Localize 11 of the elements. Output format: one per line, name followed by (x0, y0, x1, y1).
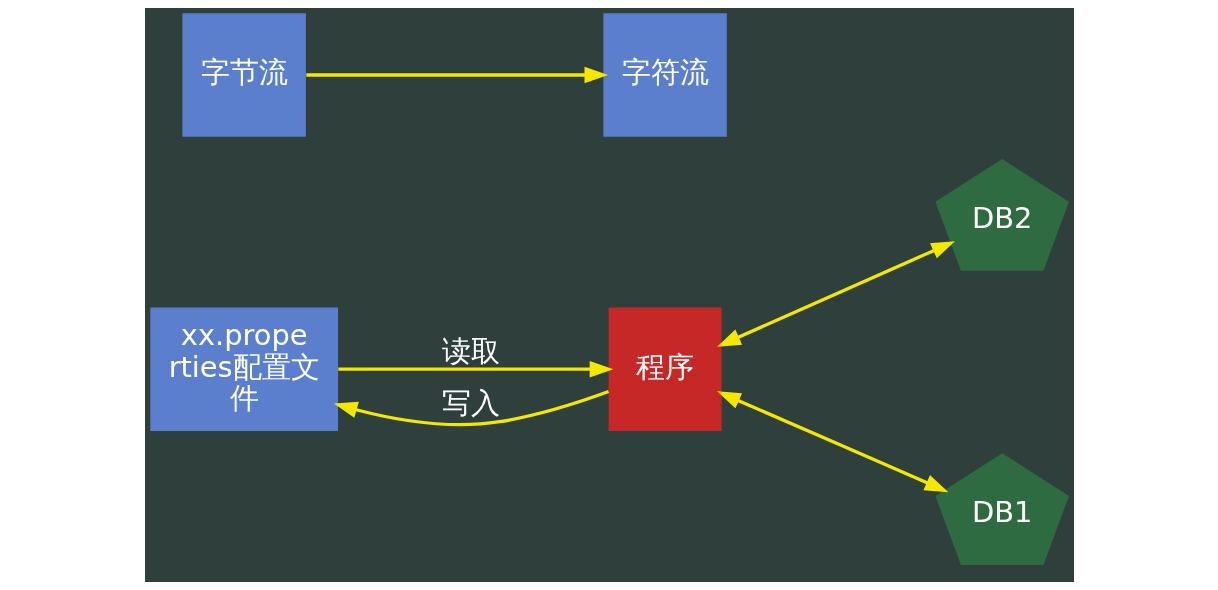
edge-label: 写入 (441, 386, 500, 421)
arrow (333, 390, 609, 427)
arrow (337, 360, 613, 378)
arrow (305, 66, 608, 84)
node-box: 字符流 (602, 13, 727, 137)
node-box: xx.properties配置文件 (149, 307, 338, 431)
node-box: 程序 (608, 307, 722, 431)
node-box: 字节流 (181, 13, 306, 137)
arrow (716, 241, 955, 347)
arrow (716, 391, 948, 493)
edge-label: 读取 (441, 333, 500, 368)
